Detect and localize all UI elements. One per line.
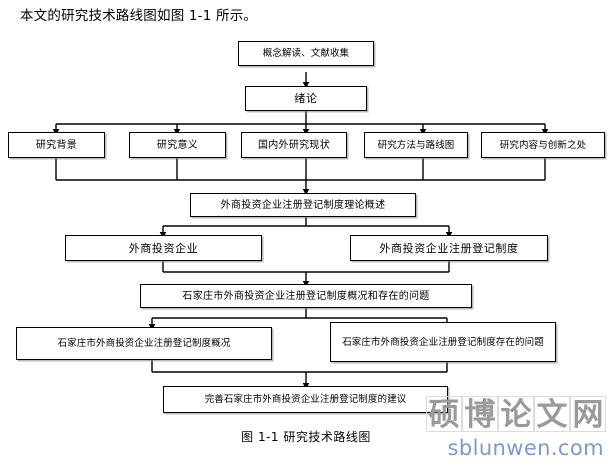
flow-node-research-background[interactable]: 研究背景 — [8, 132, 105, 158]
flow-node-theory-overview[interactable]: 外商投资企业注册登记制度理论概述 — [190, 193, 416, 217]
flow-node-research-status[interactable]: 国内外研究现状 — [241, 132, 347, 158]
flow-node-shijiazhuang-overview-problems[interactable]: 石家庄市外商投资企业注册登记制度概况和存在的问题 — [140, 284, 472, 308]
flow-node-shijiazhuang-overview[interactable]: 石家庄市外商投资企业注册登记制度概况 — [16, 327, 272, 360]
flow-node-research-significance[interactable]: 研究意义 — [129, 132, 226, 158]
flow-node-research-content-innovation[interactable]: 研究内容与创新之处 — [481, 132, 605, 158]
flow-node-shijiazhuang-problems[interactable]: 石家庄市外商投资企业注册登记制度存在的问题 — [330, 322, 556, 362]
flow-node-research-method[interactable]: 研究方法与路线图 — [364, 132, 468, 158]
flow-node-improvement-suggestions[interactable]: 完善石家庄市外商投资企业注册登记制度的建议 — [163, 386, 448, 413]
flow-node-introduction[interactable]: 绪论 — [245, 86, 367, 111]
figure-caption: 图 1-1 研究技术路线图 — [241, 430, 371, 444]
flow-node-registration-system[interactable]: 外商投资企业注册登记制度 — [350, 235, 548, 261]
flow-node-foreign-invested-enterprise[interactable]: 外商投资企业 — [65, 235, 262, 261]
flow-node-concept-literature[interactable]: 概念解读、文献收集 — [238, 41, 374, 66]
intro-paragraph: 本文的研究技术路线图如图 1-1 所示。 — [20, 8, 258, 24]
